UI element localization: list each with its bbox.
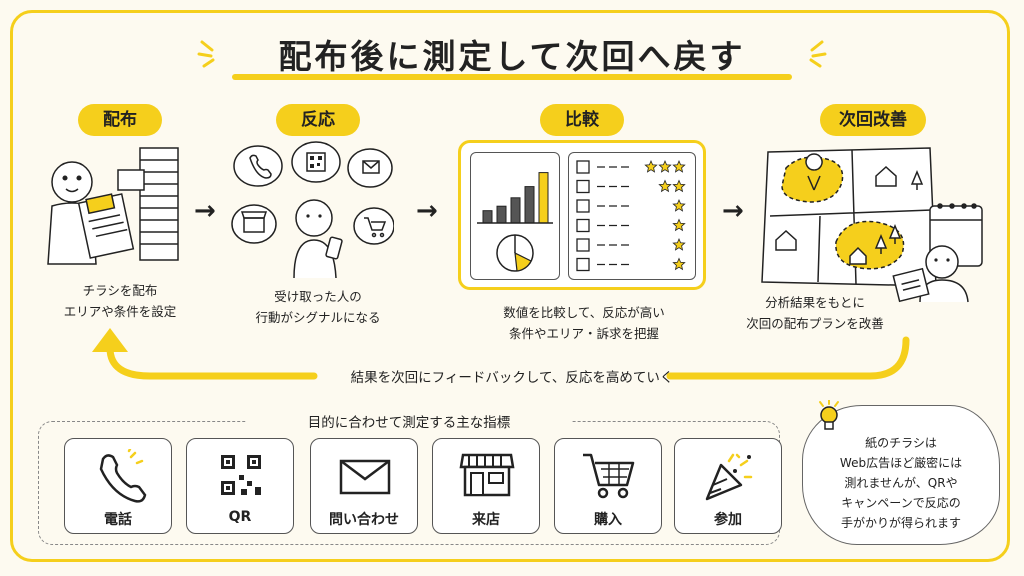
metric-card-phone: 電話 — [64, 438, 172, 534]
stage-caption-improve: 分析結果をもとに 次回の配布プランを改善 — [722, 292, 908, 334]
caption-line: エリアや条件を設定 — [63, 304, 177, 319]
storefront-icon — [576, 218, 590, 233]
party-popper-icon — [576, 257, 590, 272]
star-icon — [672, 159, 686, 173]
flow-arrow-3: → — [722, 196, 744, 226]
note-line: Web広告ほど厳密には — [839, 456, 963, 470]
rating-row — [576, 159, 686, 174]
metric-label: QR — [228, 509, 252, 525]
comparison-charts — [477, 172, 553, 272]
response-illustration — [231, 141, 394, 279]
metric-card-qr: QR — [186, 438, 294, 534]
chart-subpanel — [470, 152, 560, 280]
comparison-bar — [496, 205, 507, 224]
metrics-title: 目的に合わせて測定する主な指標 — [246, 411, 572, 431]
star-icon — [672, 218, 686, 232]
title-sparkle-left — [197, 40, 215, 68]
comparison-bar — [538, 172, 549, 224]
stage-caption-response: 受け取った人の 行動がシグナルになる — [228, 286, 408, 328]
caption-line: 次回の配布プランを改善 — [746, 316, 884, 331]
caption-line: 行動がシグナルになる — [255, 310, 381, 325]
note-bubble — [802, 405, 1000, 545]
note-line: 紙のチラシは — [865, 436, 937, 450]
stage-label-response: 反応 — [276, 104, 360, 136]
caption-line: 受け取った人の — [274, 289, 362, 304]
distribute-illustration — [47, 147, 179, 265]
shopping-cart-icon — [576, 238, 590, 252]
comparison-bar — [510, 197, 521, 224]
lightbulb-icon — [819, 400, 839, 430]
metric-label: 来店 — [472, 512, 500, 528]
comparison-bar — [524, 186, 535, 224]
stage-caption-distribute: チラシを配布 エリアや条件を設定 — [30, 280, 210, 322]
star-icon — [658, 159, 672, 173]
page-title: 配布後に測定して次回へ戻す — [278, 37, 746, 76]
metric-label: 電話 — [104, 512, 132, 528]
metric-label: 問い合わせ — [329, 512, 399, 528]
flow-arrow-2: → — [416, 196, 438, 226]
party-popper-icon — [705, 453, 753, 501]
note-line: キャンペーンで反応の — [841, 496, 961, 510]
star-icon — [658, 179, 672, 193]
stage-label-improve: 次回改善 — [820, 104, 926, 136]
flow-arrow-1: → — [194, 196, 216, 226]
qr-code-icon — [221, 455, 261, 495]
title-sparkle-right — [809, 40, 827, 68]
rating-row — [576, 257, 686, 272]
phone-icon — [99, 449, 147, 503]
map-illustration — [761, 147, 983, 303]
metric-card-visit: 来店 — [432, 438, 540, 534]
phone-icon — [576, 160, 590, 174]
caption-line: 分析結果をもとに — [765, 295, 865, 310]
rating-row — [576, 218, 686, 233]
note-line: 測れませんが、QRや — [844, 476, 958, 490]
star-icon — [672, 179, 686, 193]
metric-card-participation: 参加 — [674, 438, 782, 534]
star-rating-subpanel — [568, 152, 696, 280]
rating-row — [576, 237, 686, 252]
metric-label: 参加 — [714, 512, 742, 528]
stage-caption-compare: 数値を比較して、反応が高い 条件やエリア・訴求を把握 — [454, 302, 714, 344]
caption-line: チラシを配布 — [82, 283, 158, 298]
metric-label: 購入 — [594, 512, 622, 528]
caption-line: 数値を比較して、反応が高い — [503, 305, 665, 320]
storefront-icon — [459, 453, 515, 497]
note-line: 手がかりが得られます — [840, 516, 961, 530]
stage-label-distribute: 配布 — [78, 104, 162, 136]
star-icon — [672, 198, 686, 212]
star-rating-rows — [576, 159, 686, 272]
feedback-loop-arrow — [92, 328, 910, 380]
rating-row — [576, 198, 686, 213]
star-icon — [672, 257, 686, 271]
caption-line: 条件やエリア・訴求を把握 — [508, 326, 659, 341]
stage-label-compare: 比較 — [540, 104, 624, 136]
note-text: 紙のチラシは Web広告ほど厳密には 測れませんが、QRや キャンペーンで反応の… — [810, 433, 992, 533]
shopping-cart-icon — [583, 453, 635, 499]
star-icon — [644, 159, 658, 173]
metric-card-purchase: 購入 — [554, 438, 662, 534]
star-icon — [672, 237, 686, 251]
qr-code-icon — [576, 179, 590, 194]
rating-row — [576, 179, 686, 194]
comparison-bar — [482, 210, 493, 224]
envelope-icon — [576, 199, 590, 213]
title-underline — [232, 74, 792, 80]
frame-border — [10, 10, 1010, 562]
envelope-icon — [339, 459, 391, 495]
metric-card-inquiry: 問い合わせ — [310, 438, 418, 534]
feedback-loop-text: 結果を次回にフィードバックして、反応を高めていく — [350, 370, 674, 386]
